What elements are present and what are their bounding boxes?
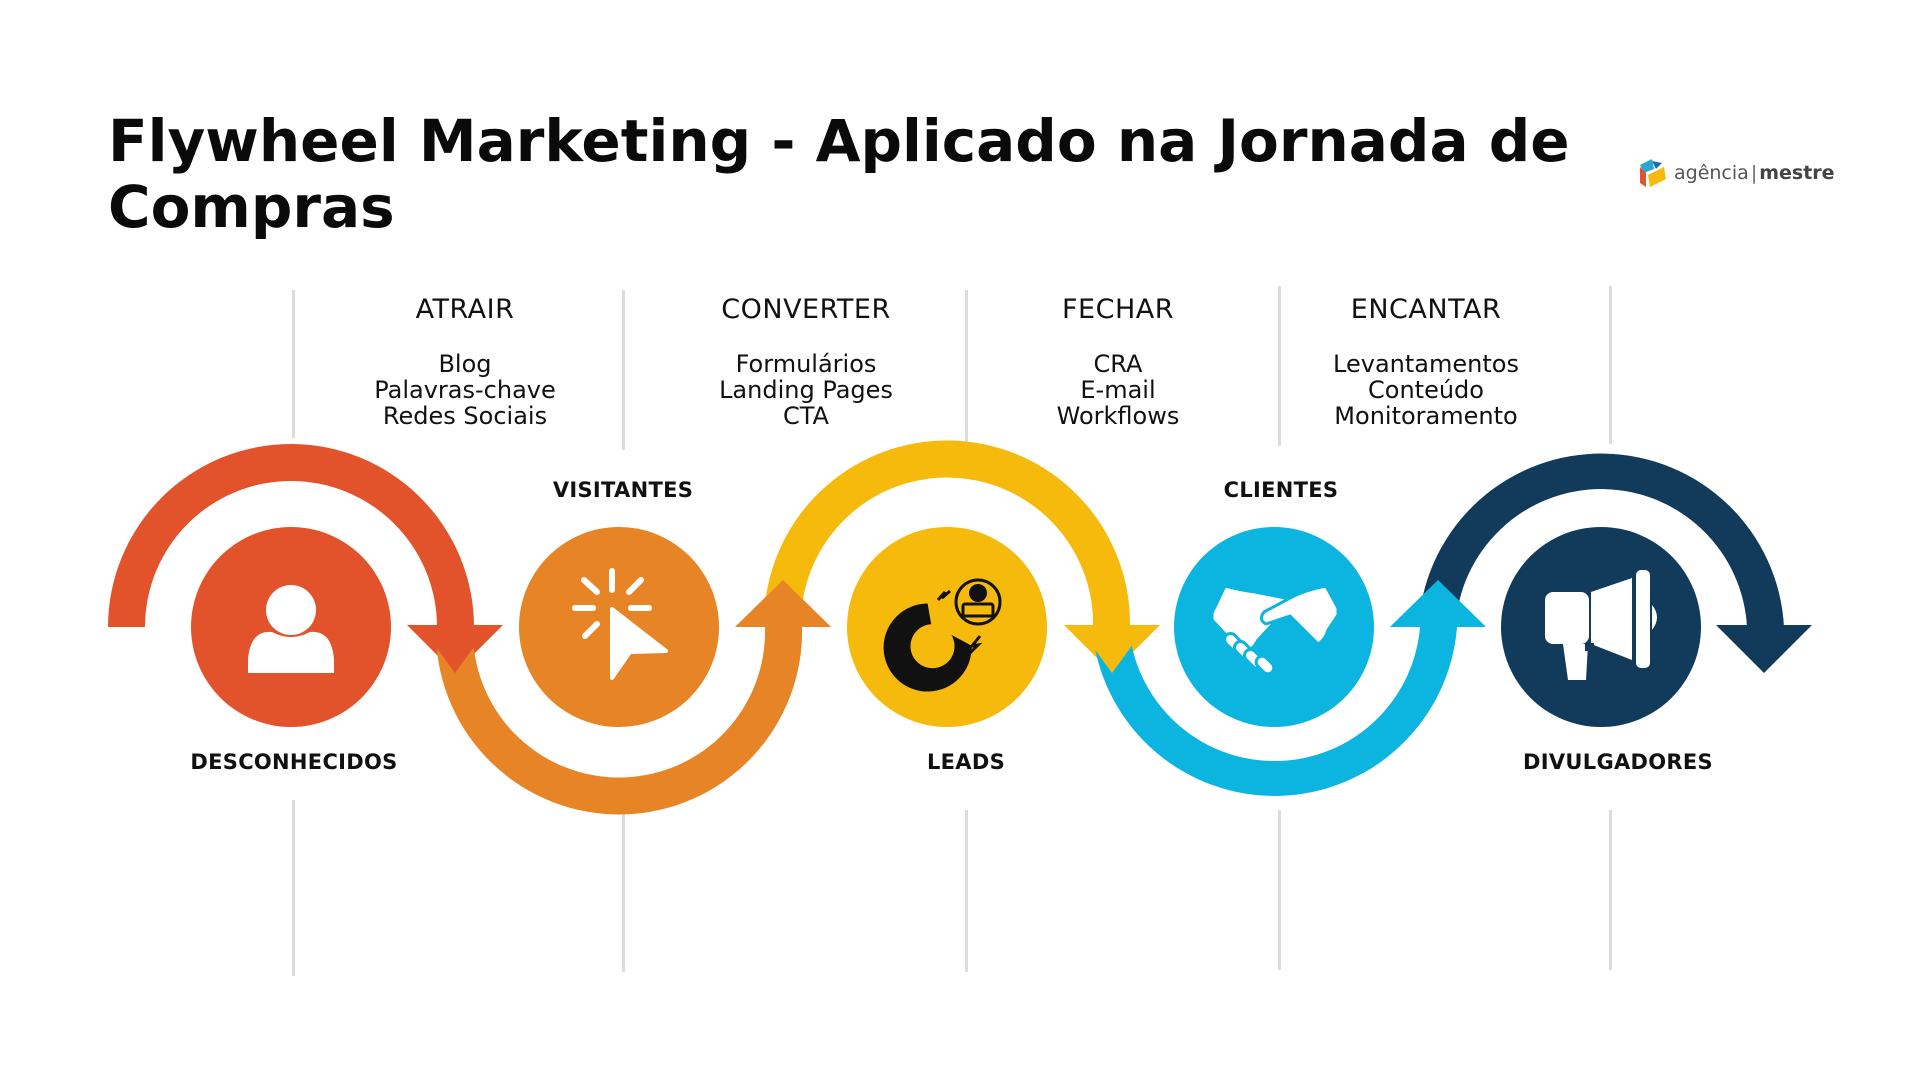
- stage-converter: CONVERTER Formulários Landing Pages CTA: [656, 294, 956, 429]
- stage-item: CRA: [1093, 350, 1143, 378]
- node-label-visitantes: VISITANTES: [552, 478, 694, 502]
- divider-bottom-2: [622, 810, 625, 972]
- node-label-clientes: CLIENTES: [1223, 478, 1339, 502]
- stage-title: ENCANTAR: [1350, 294, 1502, 325]
- stage-atrair: ATRAIR Blog Palavras-chave Redes Sociais: [315, 294, 615, 429]
- stage-item: E-mail: [1080, 376, 1156, 404]
- stage-item: CTA: [783, 402, 829, 430]
- stage-item: Formulários: [735, 350, 877, 378]
- magnet-icon: [883, 589, 983, 692]
- agencia-mestre-logo: agência|mestre: [1638, 157, 1835, 189]
- node-label-desconhecidos: DESCONHECIDOS: [190, 750, 398, 774]
- node-leads: [847, 527, 1047, 727]
- divider-top-3: [965, 290, 968, 450]
- stage-item: Workflows: [1056, 402, 1180, 430]
- megaphone-icon: [1545, 570, 1657, 680]
- node-divulgadores: [1501, 527, 1701, 727]
- stage-title: FECHAR: [1062, 294, 1174, 325]
- page-title: Flywheel Marketing - Aplicado na Jornada…: [108, 108, 1608, 240]
- title-line-1: Flywheel Marketing - Aplicado na Jornada…: [108, 107, 1570, 175]
- divider-bottom-3: [965, 810, 968, 972]
- logo-text-left: agência: [1674, 162, 1749, 184]
- node-label-divulgadores: DIVULGADORES: [1523, 750, 1713, 774]
- divider-bottom-4: [1278, 810, 1281, 970]
- stage-item: Palavras-chave: [374, 376, 556, 404]
- divider-bottom-1: [292, 800, 295, 976]
- node-label-leads: LEADS: [926, 750, 1006, 774]
- stage-item: Landing Pages: [719, 376, 893, 404]
- arrow-down-icon: [1716, 625, 1812, 673]
- stage-fechar: FECHAR CRA E-mail Workflows: [968, 294, 1268, 429]
- cursor-arrow: [610, 607, 668, 680]
- node-visitantes: [519, 527, 719, 727]
- divider-top-5: [1609, 286, 1612, 444]
- divider-bottom-5: [1609, 810, 1612, 970]
- logo-cube-icon: [1640, 159, 1666, 187]
- stage-item: Blog: [438, 350, 492, 378]
- stage-title: CONVERTER: [721, 294, 891, 325]
- node-desconhecidos: [191, 527, 391, 727]
- stage-title: ATRAIR: [415, 294, 515, 325]
- node-clientes: [1174, 527, 1374, 727]
- person-icon: [248, 585, 334, 673]
- stage-item: Redes Sociais: [382, 402, 548, 430]
- logo-separator: |: [1750, 162, 1758, 184]
- title-line-2: Compras: [108, 173, 395, 241]
- arc-arrow-5: [1390, 453, 1812, 673]
- stage-item: Levantamentos: [1333, 350, 1519, 378]
- divider-top-2: [622, 290, 625, 450]
- divider-top-1: [292, 290, 295, 438]
- stage-item: Monitoramento: [1334, 402, 1518, 430]
- logo-text-right: mestre: [1759, 162, 1835, 184]
- stage-item: Conteúdo: [1368, 376, 1484, 404]
- divider-top-4: [1278, 286, 1281, 446]
- cursor-click-icon: [572, 568, 652, 639]
- lead-person-icon: [954, 578, 1002, 626]
- handshake-icon: [1210, 584, 1340, 676]
- stage-encantar: ENCANTAR Levantamentos Conteúdo Monitora…: [1276, 294, 1576, 429]
